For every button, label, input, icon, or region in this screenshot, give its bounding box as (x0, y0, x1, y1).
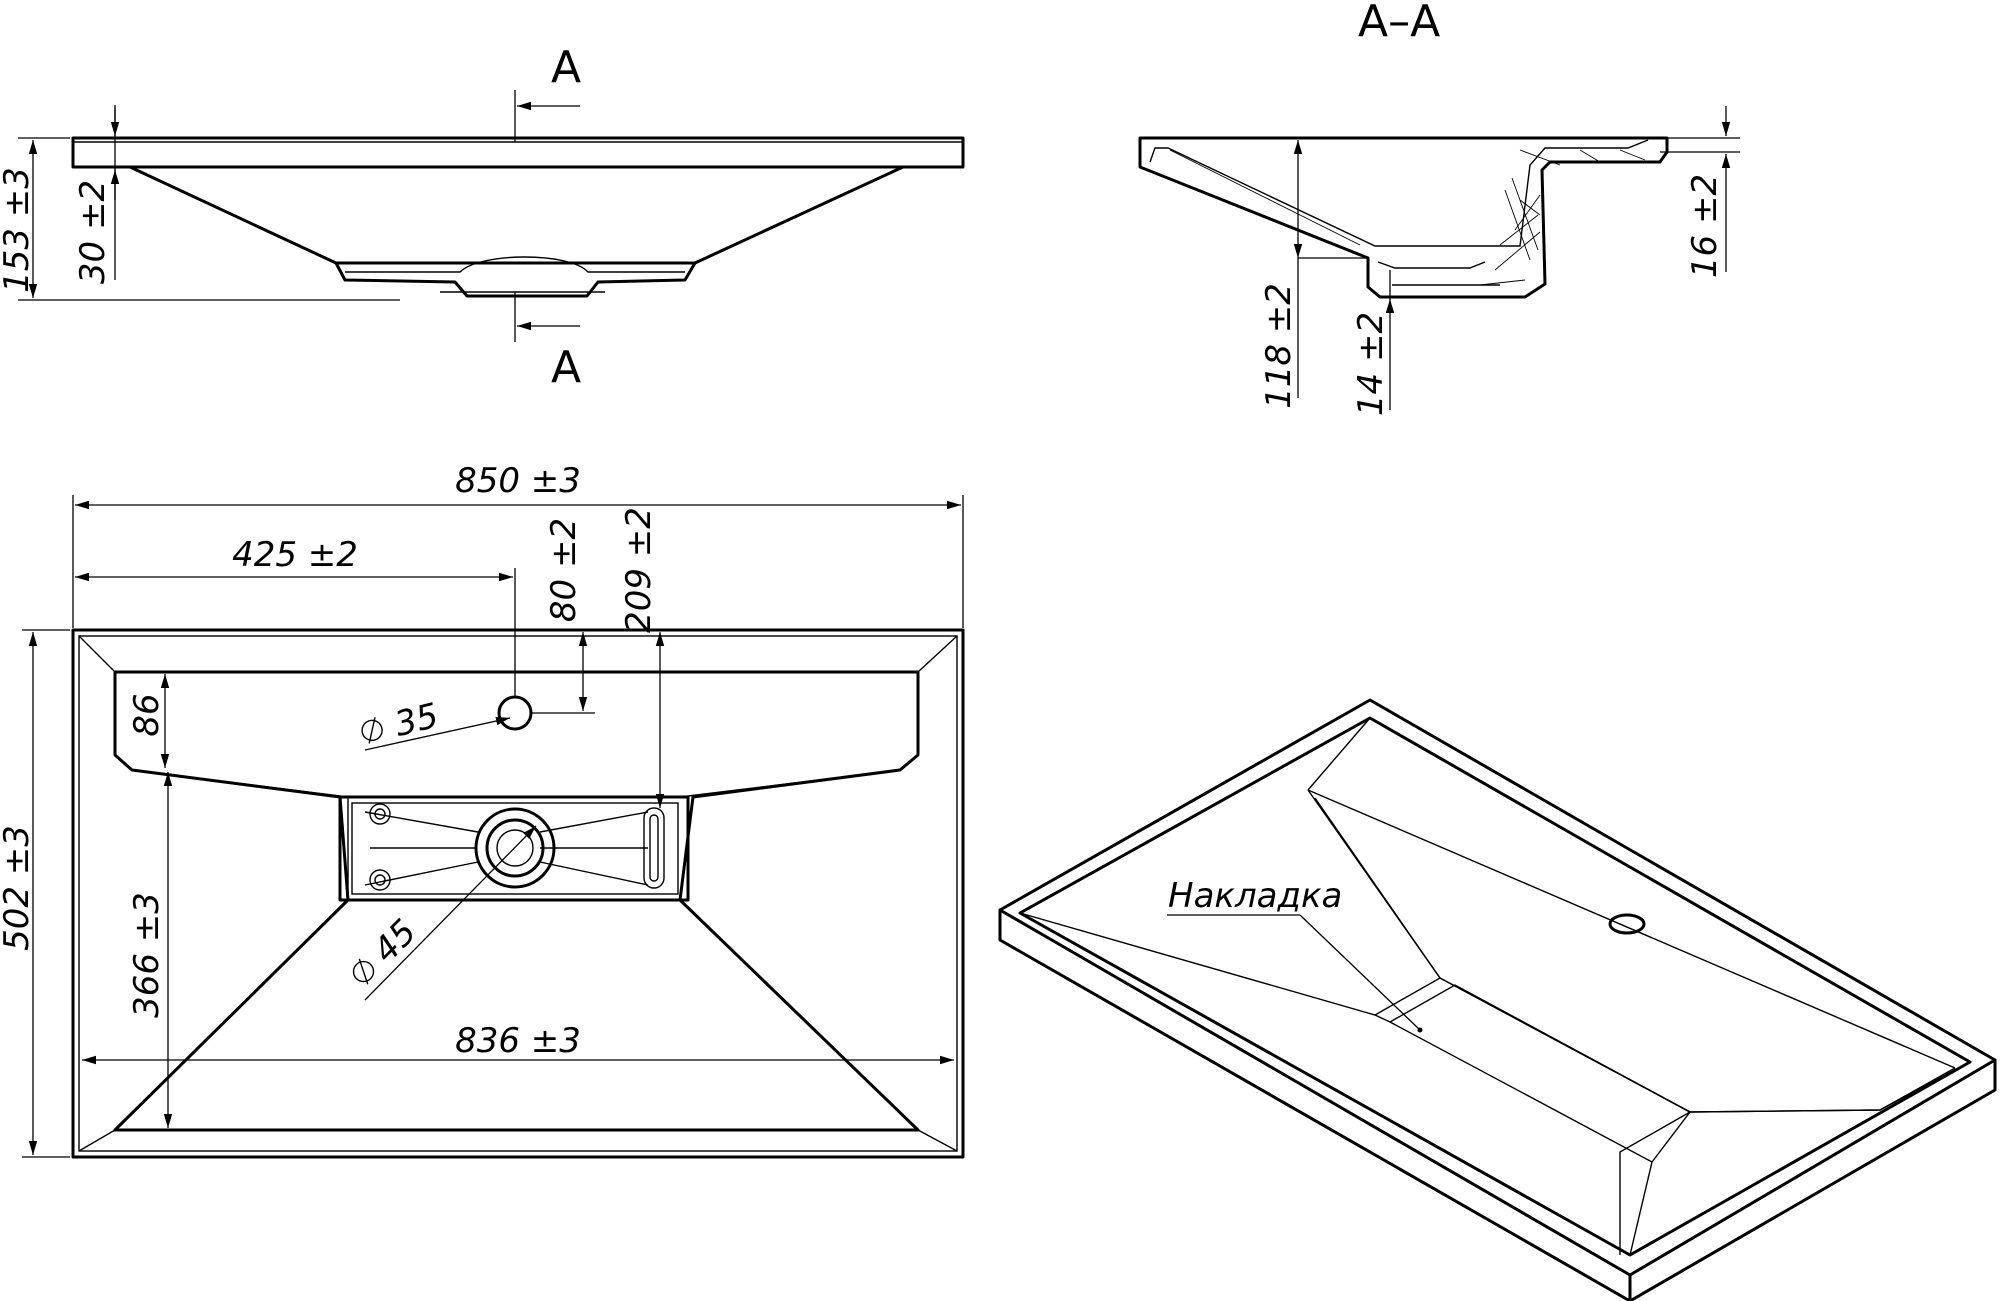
overlay-label: Накладка (1168, 876, 1342, 916)
dim-section-depth: 118 ±2 (1259, 283, 1299, 409)
tap-hole (497, 695, 533, 731)
dim-bowl-depth: 366 ±3 (127, 892, 167, 1018)
dim-overall-height: 153 ±3 (0, 167, 37, 293)
section-hatch (1169, 149, 1646, 286)
section-view: A–A 118 ±2 14 ±2 16 ±2 (1138, 0, 1740, 416)
section-outline (1138, 136, 1669, 299)
front-bowl-outline (128, 165, 905, 265)
leader-tap-hole (364, 716, 511, 751)
dim-tap-offset: 80 ±2 (544, 518, 584, 622)
front-bottom (334, 261, 697, 298)
drain-recess (338, 795, 690, 902)
dim-section-rim: 16 ±2 (1685, 174, 1725, 278)
section-title: A–A (1358, 0, 1440, 47)
screw-icon-bottom (369, 869, 391, 891)
dim-total-width: 850 ±3 (455, 461, 581, 501)
isometric-view: Накладка (998, 698, 1997, 1301)
dim-bowl-width: 836 ±3 (455, 1021, 581, 1061)
iso-tap-hole (1608, 913, 1646, 935)
iso-thickness (998, 908, 1997, 1301)
section-mark-top: A (551, 42, 581, 93)
iso-bowl (1019, 912, 1692, 1255)
dim-section-bottom: 14 ±2 (1351, 312, 1391, 416)
dim-drain-offset: 209 ±2 (619, 507, 659, 633)
plan-outer (71, 628, 965, 1159)
dim-total-depth: 502 ±3 (0, 825, 37, 951)
iso-top-outline (998, 698, 1997, 1277)
leader-drain-hole (364, 825, 537, 1001)
dim-drain-hole: 45 (366, 912, 425, 971)
overflow-slot (643, 807, 665, 889)
front-view: A A 153 ±3 30 ±2 (0, 42, 965, 393)
plan-view: 850 ±3 425 ±2 80 ±2 209 ±2 86 35 45 (0, 461, 965, 1159)
dim-tap-hole-label: 35 (361, 696, 443, 745)
front-rim (71, 136, 965, 169)
dim-tap-hole: 35 (391, 696, 443, 745)
dim-shelf-depth: 86 (127, 693, 167, 736)
iso-inner-rim (1018, 716, 1972, 1257)
section-mark-bottom: A (551, 342, 581, 393)
dim-half-width: 425 ±2 (232, 535, 358, 575)
overlay-leader (1299, 914, 1421, 1031)
drain-hole (474, 807, 556, 889)
dim-rim-thickness: 30 ±2 (73, 180, 113, 284)
screw-icon-top (369, 803, 391, 825)
